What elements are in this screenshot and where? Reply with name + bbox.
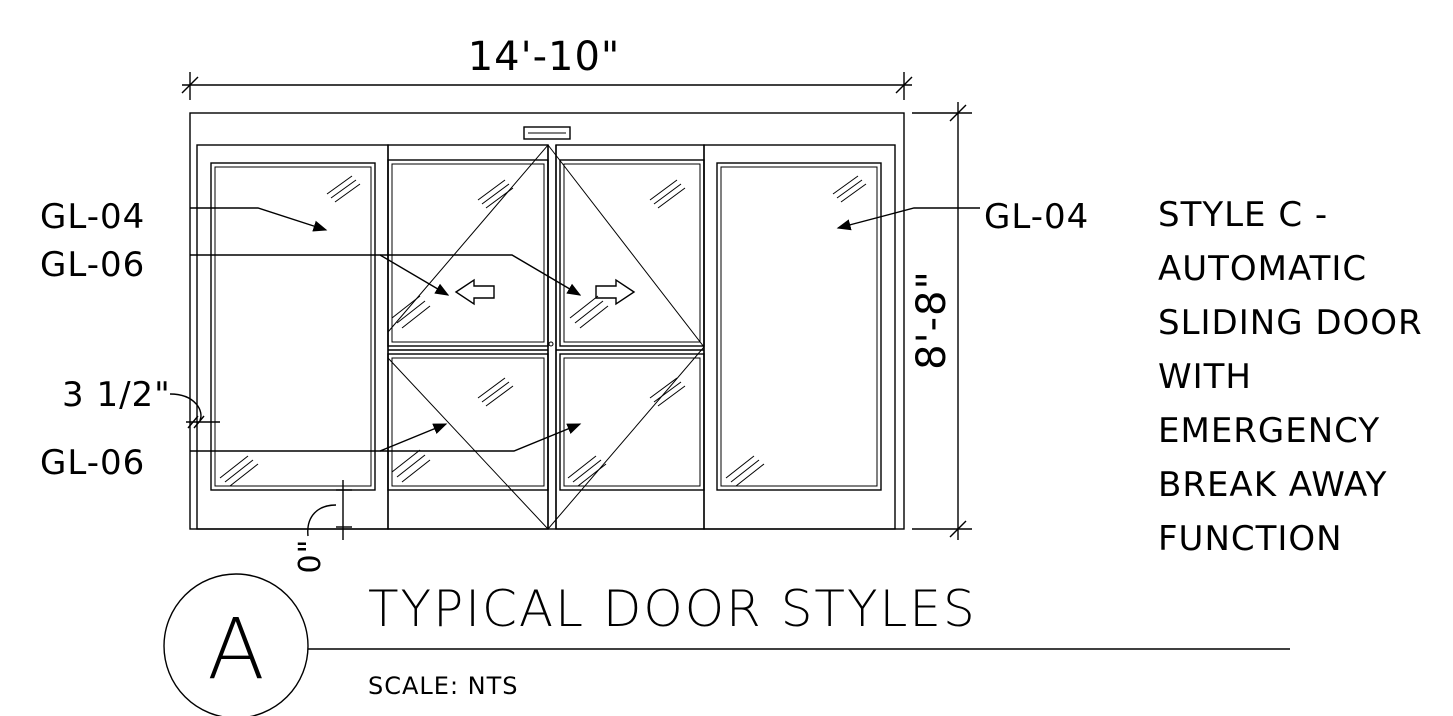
callout-letter: A [207,600,264,698]
slide-right-arrow [595,278,636,306]
bottom-gap-dimension: 0" [293,480,352,573]
frame-depth-text: 3 1/2" [62,375,171,415]
callout-circle [163,573,309,716]
style-note-line-2: AUTOMATIC [1158,249,1367,289]
glass-tag-left-upper-1: GL-04 [40,197,145,237]
drawing-title: TYPICAL DOOR STYLES [368,580,977,638]
frame-depth-dimension: 3 1/2" [62,375,220,429]
width-dimension: 14'-10" [181,34,913,100]
style-note-line-4: WITH [1158,357,1252,397]
glass-tag-left-lower: GL-06 [40,443,145,483]
style-note-line-6: BREAK AWAY [1158,465,1387,505]
slide-direction-arrows [454,278,636,306]
leader-lines [190,207,980,452]
glass-tag-right: GL-04 [984,197,1089,237]
height-dimension: 8'-8" [909,102,972,540]
drawing-scale: SCALE: NTS [368,672,519,700]
bottom-gap-text: 0" [293,539,328,574]
height-dimension-text: 8'-8" [909,270,955,370]
title-block: A TYPICAL DOOR STYLES SCALE: NTS [163,573,1290,716]
style-note-line-7: FUNCTION [1158,519,1343,559]
glass-hatching [219,175,867,487]
style-note: STYLE C - AUTOMATIC SLIDING DOOR WITH EM… [1158,195,1423,559]
width-dimension-text: 14'-10" [468,34,621,80]
glass-tag-left-upper-2: GL-06 [40,245,145,285]
slide-left-arrow [454,278,495,306]
style-note-line-3: SLIDING DOOR [1158,303,1423,343]
style-note-line-1: STYLE C - [1158,195,1328,235]
style-note-line-5: EMERGENCY [1158,411,1380,451]
door-frame [189,112,905,530]
